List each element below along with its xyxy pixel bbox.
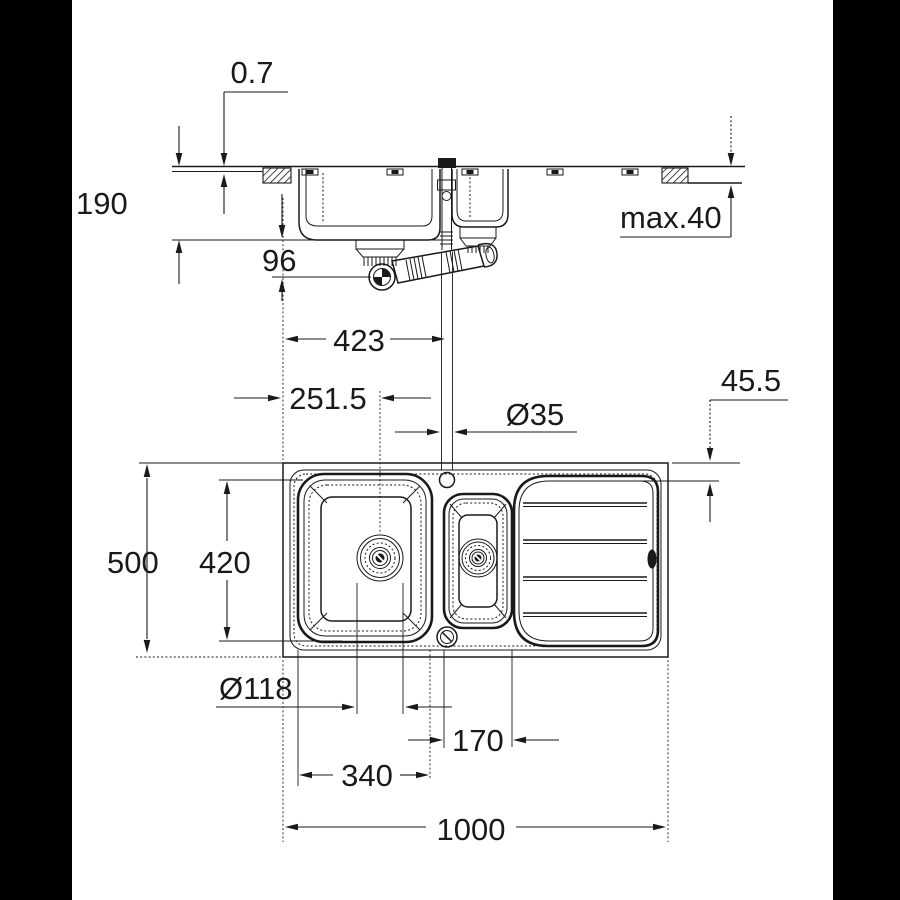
dim-trap-offset: 96 <box>262 194 371 301</box>
counter-section-right <box>661 167 689 184</box>
dim-bowl-width: 340 <box>297 650 431 793</box>
dim-drain-diameter-label: Ø118 <box>219 671 293 706</box>
half-bowl-drain-flange <box>459 226 497 253</box>
drain-trap <box>368 242 498 291</box>
side-view <box>172 158 745 291</box>
dim-tap-to-drainer-label: 170 <box>452 723 504 758</box>
dim-tap-from-left-label: 423 <box>333 323 385 358</box>
dim-drain-from-left: 251.5 <box>234 381 431 534</box>
half-bowl <box>442 492 514 630</box>
dim-cutout-depth-label: 420 <box>199 545 251 580</box>
counter-section-left <box>262 167 292 184</box>
tap-hole-fitting <box>437 158 456 250</box>
dim-tap-to-drainer: 170 <box>408 650 559 758</box>
dim-trap-offset-label: 96 <box>262 243 296 278</box>
plan-view <box>282 462 669 658</box>
dim-tap-from-left: 423 <box>282 198 453 470</box>
dim-bowl-depth: 190 <box>76 126 183 284</box>
dim-bowl-width-label: 340 <box>341 758 393 793</box>
dim-rim-height: 0.7 <box>220 55 288 214</box>
dim-tap-from-edge: 45.5 <box>600 363 788 522</box>
dim-tap-hole-diameter-label: Ø35 <box>506 397 565 432</box>
main-drain-flange <box>355 239 405 266</box>
dim-overall-depth-label: 500 <box>107 545 159 580</box>
drainboard-grooves <box>523 502 647 617</box>
hanging-slot <box>647 549 657 569</box>
overflow-knob <box>436 626 458 648</box>
main-drain <box>356 534 404 582</box>
dim-counter-thickness-label: max.40 <box>620 200 722 235</box>
dim-overall-depth: 500 <box>107 462 286 658</box>
half-bowl-drain <box>458 538 498 578</box>
dim-drain-diameter: Ø118 <box>216 583 452 714</box>
dim-bowl-depth-label: 190 <box>76 186 128 221</box>
drainboard <box>512 474 660 648</box>
dim-overall-width-label: 1000 <box>437 812 506 847</box>
dim-rim-height-label: 0.7 <box>230 55 273 90</box>
tap-hole <box>438 471 456 489</box>
dim-counter-thickness: max.40 <box>620 116 735 238</box>
dim-tap-from-edge-label: 45.5 <box>721 363 781 398</box>
dim-overall-width: 1000 <box>282 660 669 847</box>
dimensions: 0.7 190 96 <box>76 55 788 847</box>
dim-drain-from-left-label: 251.5 <box>289 381 367 416</box>
dim-tap-hole-diameter: Ø35 <box>395 397 577 436</box>
main-bowl <box>296 472 434 644</box>
dim-cutout-depth: 420 <box>199 479 342 642</box>
